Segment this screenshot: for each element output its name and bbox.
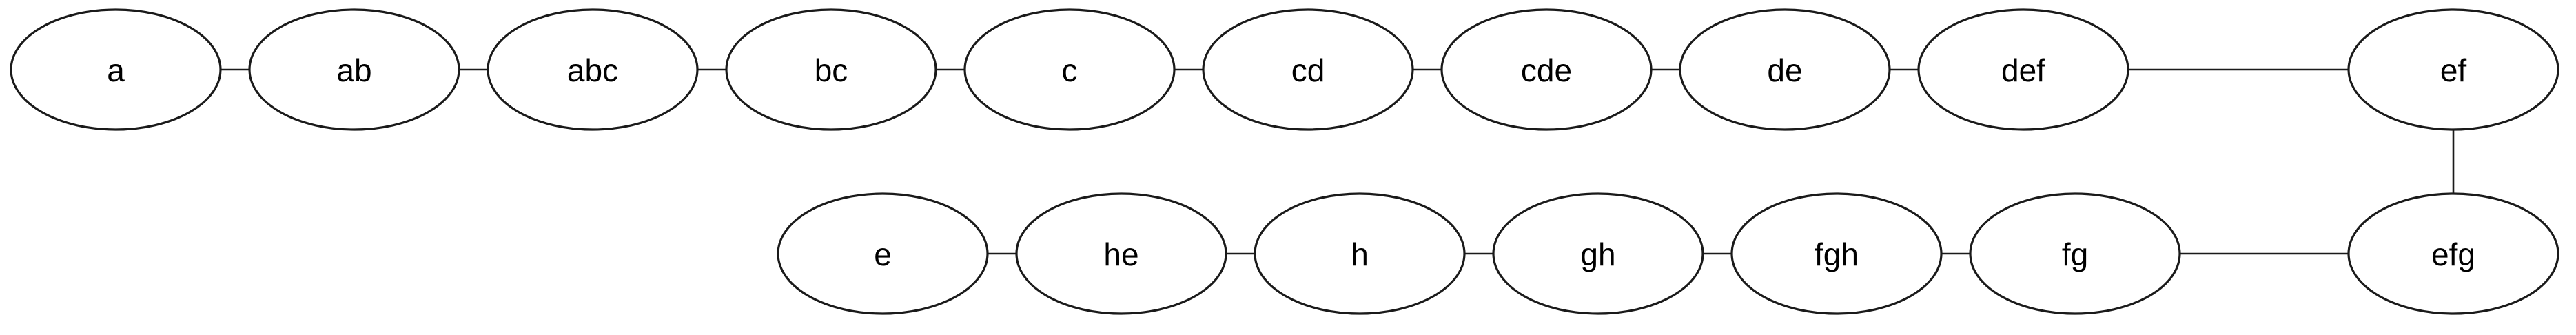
node-ellipse[interactable] — [248, 8, 460, 131]
graph-node[interactable]: cd — [1202, 8, 1414, 131]
node-ellipse[interactable] — [2347, 8, 2559, 131]
graph-node[interactable]: fg — [1969, 192, 2181, 315]
node-ellipse[interactable] — [1015, 192, 1227, 315]
graph-node[interactable]: fgh — [1730, 192, 1943, 315]
graph-node[interactable]: cde — [1440, 8, 1653, 131]
graph-node[interactable]: de — [1679, 8, 1891, 131]
graph-node[interactable]: ef — [2347, 8, 2559, 131]
edges-layer — [221, 68, 2455, 255]
node-ellipse[interactable] — [1679, 8, 1891, 131]
node-ellipse[interactable] — [487, 8, 699, 131]
node-ellipse[interactable] — [1492, 192, 1704, 315]
node-ellipse[interactable] — [1254, 192, 1466, 315]
node-ellipse[interactable] — [777, 192, 989, 315]
graph-node[interactable]: abc — [487, 8, 699, 131]
graph-node[interactable]: ab — [248, 8, 460, 131]
graph-node[interactable]: h — [1254, 192, 1466, 315]
node-ellipse[interactable] — [1730, 192, 1943, 315]
node-ellipse[interactable] — [1440, 8, 1653, 131]
node-ellipse[interactable] — [725, 8, 937, 131]
graph-node[interactable]: def — [1917, 8, 2129, 131]
node-ellipse[interactable] — [2347, 192, 2559, 315]
node-ellipse[interactable] — [10, 8, 222, 131]
graph-node[interactable]: he — [1015, 192, 1227, 315]
graph-node[interactable]: c — [963, 8, 1176, 131]
graph-node[interactable]: gh — [1492, 192, 1704, 315]
node-ellipse[interactable] — [1917, 8, 2129, 131]
graph-node[interactable]: a — [10, 8, 222, 131]
node-ellipse[interactable] — [1202, 8, 1414, 131]
graph-node[interactable]: efg — [2347, 192, 2559, 315]
node-ellipse[interactable] — [1969, 192, 2181, 315]
node-ellipse[interactable] — [963, 8, 1176, 131]
graph-node[interactable]: e — [777, 192, 989, 315]
graph-node[interactable]: bc — [725, 8, 937, 131]
